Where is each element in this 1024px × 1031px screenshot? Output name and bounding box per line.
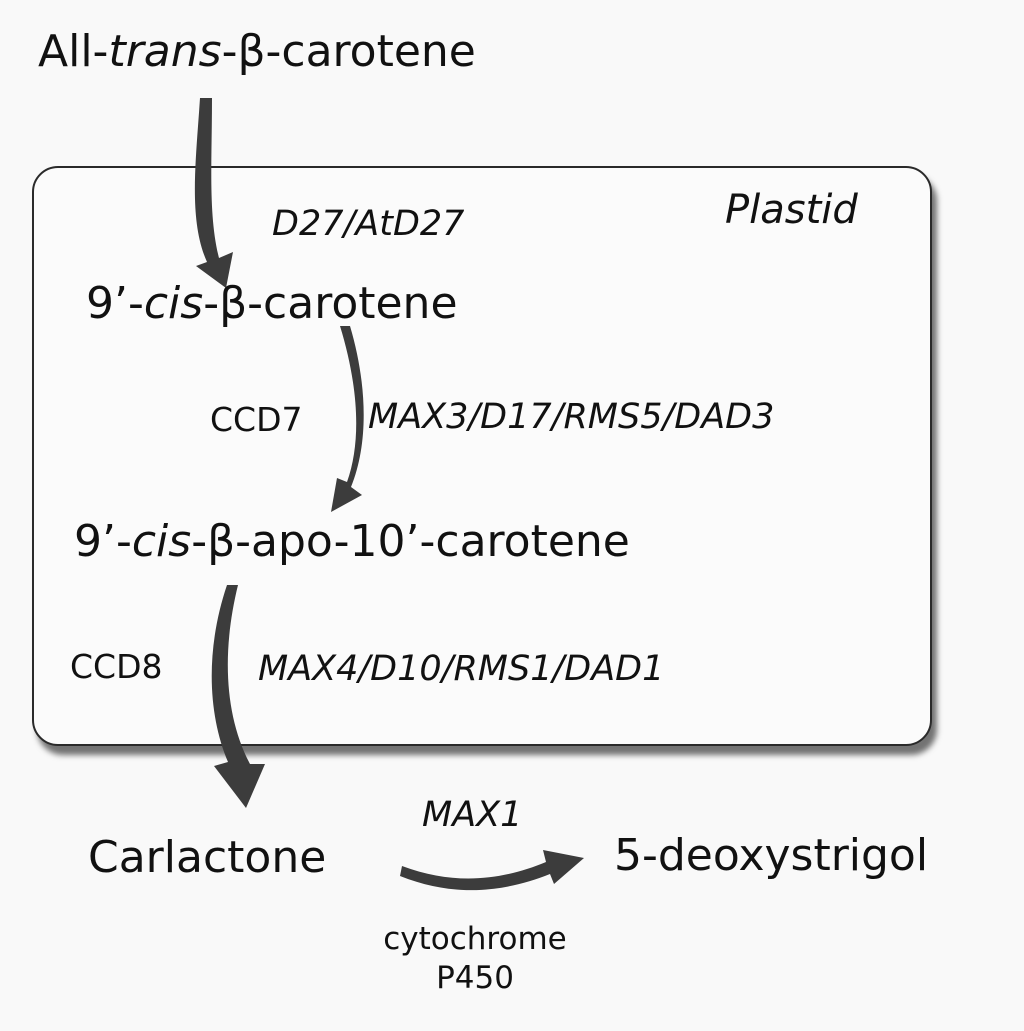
max1-enzyme-label: cytochrome P450 <box>360 920 590 998</box>
plastid-compartment <box>32 166 932 746</box>
d27-genes-label: D27/AtD27 <box>272 204 465 244</box>
ccd7-genes-label: MAX3/D17/RMS5/DAD3 <box>368 397 775 437</box>
compound-5-deoxystrigol: 5-deoxystrigol <box>614 830 929 881</box>
compound-9-cis-beta-apo-10-carotene: 9’-cis-β-apo-10’-carotene <box>74 516 630 567</box>
arrow-max1-step <box>400 850 584 891</box>
plastid-label: Plastid <box>725 187 858 233</box>
arrow-d27-step <box>194 98 233 288</box>
max1-genes-label: MAX1 <box>422 795 523 835</box>
max1-enzyme-line2: P450 <box>436 959 514 996</box>
max1-enzyme-line1: cytochrome <box>383 921 567 957</box>
arrow-ccd7-step <box>331 326 364 512</box>
compound-all-trans-beta-carotene: All-trans-β-carotene <box>38 26 476 77</box>
ccd7-enzyme-label: CCD7 <box>210 400 303 439</box>
ccd8-enzyme-label: CCD8 <box>70 647 163 686</box>
compound-9-cis-beta-carotene: 9’-cis-β-carotene <box>86 278 458 329</box>
compound-carlactone: Carlactone <box>88 832 327 883</box>
arrow-ccd8-step <box>211 585 265 808</box>
ccd8-genes-label: MAX4/D10/RMS1/DAD1 <box>258 649 665 689</box>
